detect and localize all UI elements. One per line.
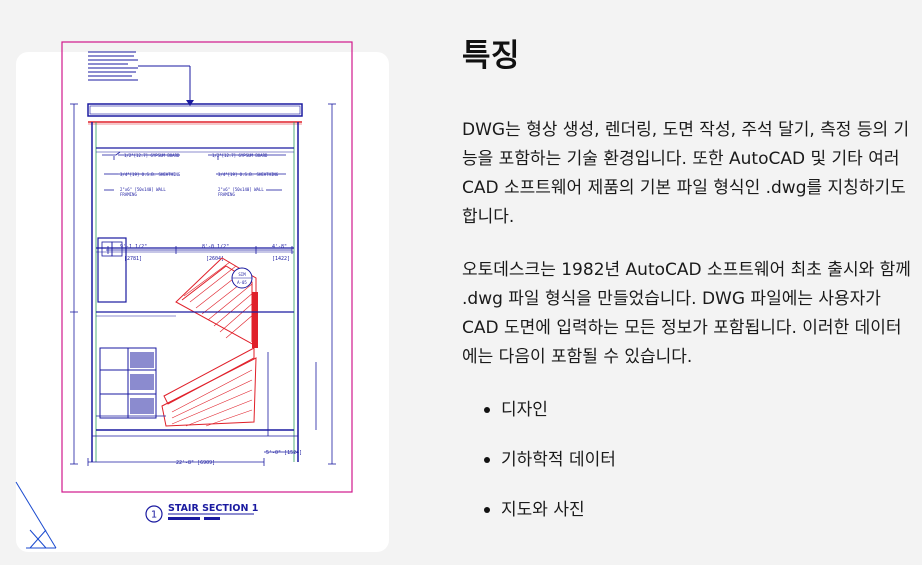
bullet-icon xyxy=(484,457,490,463)
svg-text:SIM: SIM xyxy=(238,272,246,277)
stair-section-drawing: 1/2"[12.7] GYPSUM BOARD 1/2"[12.7] GYPSU… xyxy=(15,41,353,549)
lower-window-grid xyxy=(99,347,157,419)
section-number-circle xyxy=(145,505,163,523)
section-heading: 특징 xyxy=(462,38,521,74)
svg-text:[2781]: [2781] xyxy=(124,256,142,262)
svg-text:9'-1 1/2": 9'-1 1/2" xyxy=(120,244,147,250)
svg-text:1: 1 xyxy=(151,510,157,521)
north-arrow-icon xyxy=(15,481,57,549)
svg-text:A-05: A-05 xyxy=(237,280,247,285)
note-block xyxy=(88,51,191,102)
svg-text:4'-8": 4'-8" xyxy=(272,244,287,250)
features-section: 특징 DWG는 형상 생성, 렌더링, 도면 작성, 주석 달기, 측정 등의 … xyxy=(462,30,912,548)
svg-text:3/4"[19] O.S.B. SHEATHING: 3/4"[19] O.S.B. SHEATHING xyxy=(120,172,181,177)
bullet-icon xyxy=(484,407,490,413)
svg-text:2"x6" [50x140] WALL: 2"x6" [50x140] WALL xyxy=(120,187,166,192)
svg-text:2"x6" [50x140] WALL: 2"x6" [50x140] WALL xyxy=(218,187,264,192)
intro-paragraph: DWG는 형상 생성, 렌더링, 도면 작성, 주석 달기, 측정 등의 기능을… xyxy=(462,120,910,227)
stair-section-drawing-card: 1/2"[12.7] GYPSUM BOARD 1/2"[12.7] GYPSU… xyxy=(15,41,389,552)
svg-text:22'-8" [6909]: 22'-8" [6909] xyxy=(176,460,215,466)
svg-text:1/2"[12.7] GYPSUM BOARD: 1/2"[12.7] GYPSUM BOARD xyxy=(124,153,180,158)
svg-text:1/2"[12.7] GYPSUM BOARD: 1/2"[12.7] GYPSUM BOARD xyxy=(212,153,268,158)
section-title: STAIR SECTION 1 xyxy=(168,503,258,514)
svg-text:5'-0" [1524]: 5'-0" [1524] xyxy=(266,450,302,456)
lower-stair-treads xyxy=(171,369,253,427)
svg-text:[1422]: [1422] xyxy=(272,256,290,262)
upper-stair-treads xyxy=(183,261,255,339)
drawing-boundary xyxy=(61,41,353,493)
svg-text:[2604]: [2604] xyxy=(206,256,224,262)
lower-stair-flight xyxy=(161,347,257,427)
history-paragraph: 오토데스크는 1982년 AutoCAD 소프트웨어 최초 출시와 함께 .dw… xyxy=(462,260,911,367)
features-list: 디자인 기하학적 데이터 지도와 사진 xyxy=(462,398,912,522)
list-item: 디자인 xyxy=(484,398,912,422)
landing-post xyxy=(252,292,258,348)
svg-text:3/4"[19] O.S.B. SHEATHING: 3/4"[19] O.S.B. SHEATHING xyxy=(218,172,279,177)
svg-text:FRAMING: FRAMING xyxy=(120,192,137,197)
bullet-icon xyxy=(484,507,490,513)
svg-text:FRAMING: FRAMING xyxy=(218,192,235,197)
list-item: 기하학적 데이터 xyxy=(484,448,912,472)
svg-text:8'-0 1/2": 8'-0 1/2" xyxy=(202,244,229,250)
list-item: 지도와 사진 xyxy=(484,498,912,522)
